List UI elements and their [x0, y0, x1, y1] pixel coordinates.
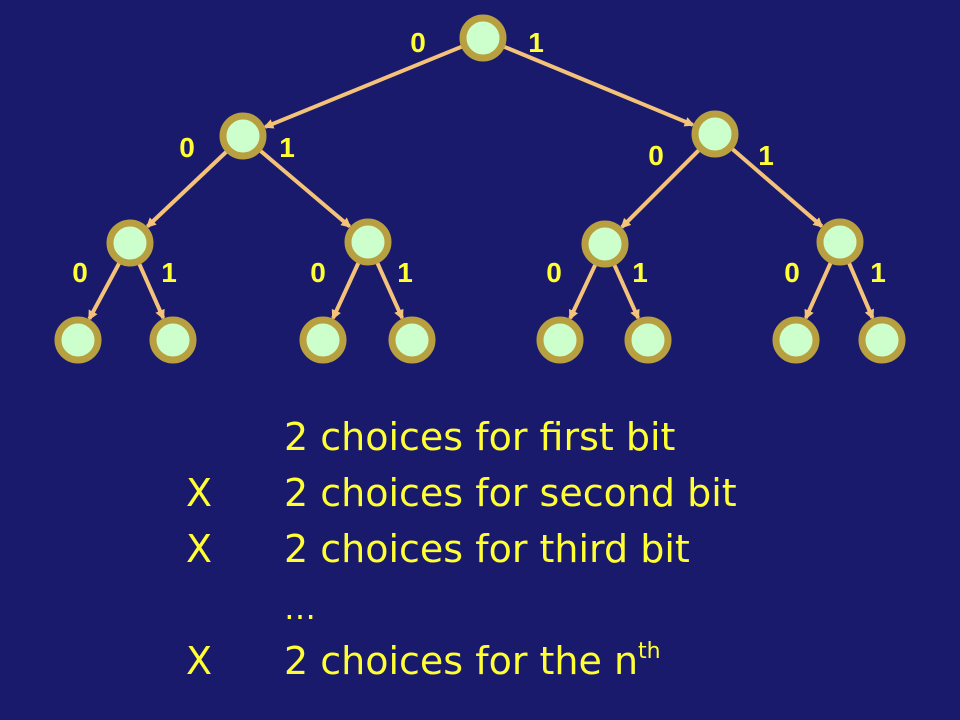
line-3-text: 2 choices for third bit: [284, 527, 690, 571]
line-5-text: 2 choices for the nth: [284, 639, 661, 683]
edge-l-to-ll: [145, 149, 229, 228]
edge-rl-to-rlr: [612, 263, 641, 320]
tree-nodes: [54, 14, 906, 364]
branch-label-r-right: 1: [758, 140, 774, 171]
tree-node-llr: [149, 316, 197, 364]
line-2-text: 2 choices for second bit: [284, 471, 737, 515]
tree-node-rlr: [624, 316, 672, 364]
branch-label-rr-left: 0: [784, 257, 800, 288]
branch-label-ll-left: 0: [72, 257, 88, 288]
edge-lr-to-lrr: [375, 261, 404, 320]
tree-node-root: [459, 14, 507, 62]
edge-rr-to-rrr: [846, 261, 875, 320]
edge-lr-to-lrl: [331, 261, 361, 321]
branch-label-root-right: 1: [528, 27, 544, 58]
line-2-operator: X: [186, 471, 213, 515]
tree-node-lrl: [299, 316, 347, 364]
edge-root-to-r: [502, 44, 695, 127]
edge-r-to-rr: [730, 146, 824, 228]
line-3-operator: X: [186, 527, 213, 571]
tree-node-lr: [344, 218, 392, 266]
edge-rr-to-rrl: [804, 261, 833, 320]
branch-label-lr-right: 1: [397, 257, 413, 288]
tree-node-rrl: [772, 316, 820, 364]
edge-rl-to-rll: [568, 263, 598, 321]
line-5-main: 2 choices for the n: [284, 639, 639, 683]
line-1-text: 2 choices for first bit: [284, 415, 676, 459]
branch-label-rl-right: 1: [632, 257, 648, 288]
edge-ll-to-llr: [137, 262, 166, 320]
branch-label-lr-left: 0: [310, 257, 326, 288]
tree-edges: [87, 44, 875, 321]
line-5-operator: X: [186, 639, 213, 683]
line-4-text: …: [284, 589, 316, 627]
tree-node-l: [219, 112, 267, 160]
branch-label-l-left: 0: [179, 132, 195, 163]
tree-node-r: [691, 110, 739, 158]
tree-node-rll: [536, 316, 584, 364]
tree-branch-labels: 0 1 0 1 0 1 0 1 0 1 0 1 0 1: [72, 27, 886, 288]
tree-node-rrr: [858, 316, 906, 364]
tree-node-ll: [106, 219, 154, 267]
branch-label-r-left: 0: [648, 140, 664, 171]
branch-label-ll-right: 1: [161, 257, 177, 288]
tree-node-lll: [54, 316, 102, 364]
edge-ll-to-lll: [87, 261, 122, 321]
branch-label-l-right: 1: [279, 132, 295, 163]
branch-label-root-left: 0: [410, 27, 426, 58]
line-5-superscript: th: [638, 639, 661, 664]
tree-node-rl: [581, 220, 629, 268]
tree-node-rr: [816, 218, 864, 266]
edge-r-to-rl: [620, 148, 701, 229]
branch-label-rr-right: 1: [870, 257, 886, 288]
edge-l-to-lr: [258, 148, 352, 229]
edge-root-to-l: [263, 44, 464, 129]
branch-label-rl-left: 0: [546, 257, 562, 288]
binary-tree-diagram: 0 1 0 1 0 1 0 1 0 1 0 1 0 1: [54, 14, 906, 364]
tree-node-lrr: [388, 316, 436, 364]
